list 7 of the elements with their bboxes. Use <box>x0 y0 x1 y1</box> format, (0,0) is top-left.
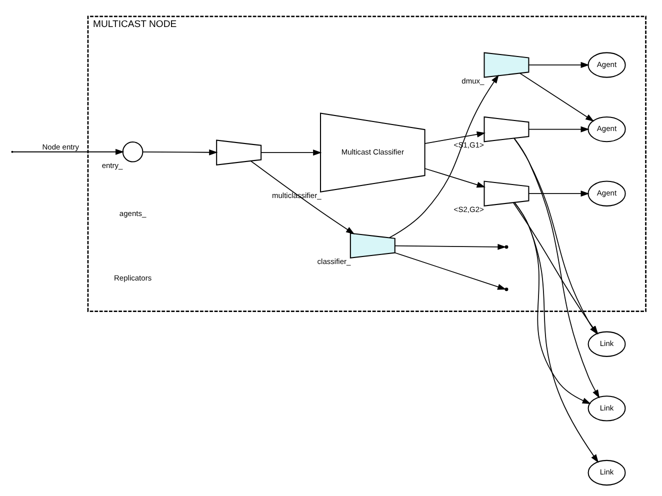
node-label: entry_ <box>101 160 122 170</box>
label: agents_ <box>118 209 146 218</box>
node-label: <S2,G2> <box>453 204 484 214</box>
edge-label: Node entry <box>42 142 78 152</box>
node-label: dmux_ <box>461 76 484 86</box>
node-label: classifier_ <box>316 256 350 266</box>
label: Replicators <box>113 273 152 282</box>
